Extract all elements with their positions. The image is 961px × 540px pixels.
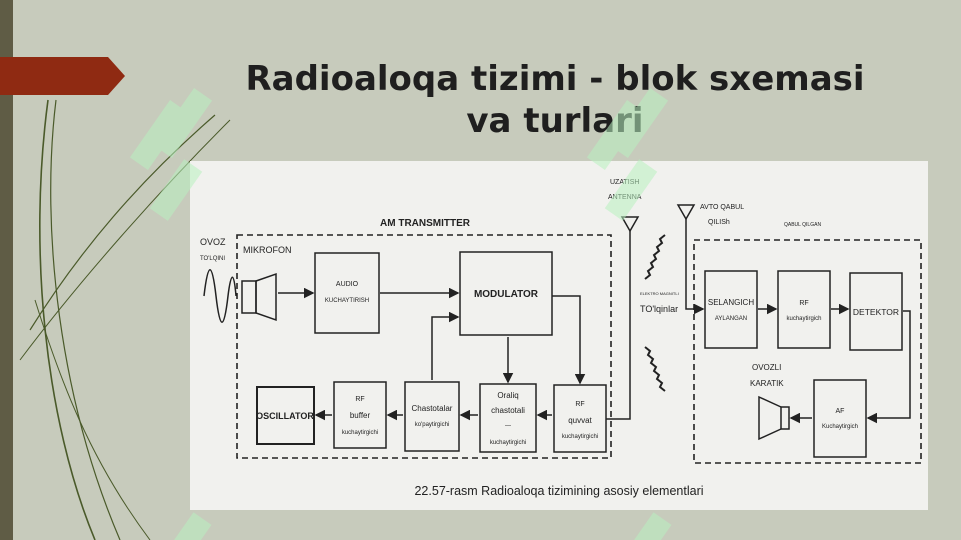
rf-buffer-sublabel: buffer (350, 411, 371, 420)
rf-buffer-label: RF (355, 396, 364, 403)
em-waves-label: TO'lqinlar (640, 304, 678, 314)
sound-wave-icon (203, 269, 237, 323)
rx-rf-amplifier-label: RF (799, 300, 808, 307)
rx-rf-amplifier-block (777, 270, 831, 349)
selector-sublabel: AYLANGAN (715, 316, 747, 322)
block-diagram: AM TRANSMITTER OVOZ TO'LQINI MIKROFON AU… (200, 179, 922, 464)
rf-power-label: RF (575, 401, 584, 408)
if-amplifier-block (479, 383, 537, 453)
receiver-frame (693, 239, 922, 464)
if-amplifier-dash: — (505, 423, 511, 429)
transmitter-title: AM TRANSMITTER (380, 218, 471, 229)
rx-antenna-sublabel: QILISh (708, 219, 730, 226)
tx-antenna-label: UZATISH (610, 179, 639, 186)
figure-caption: 22.57-rasm Radioaloqa tizimining asosiy … (414, 484, 704, 498)
oscillator-label: OSCILLATOR (256, 411, 314, 421)
rf-power-sublabel: quvvat (568, 416, 592, 425)
speaker-icon (758, 395, 790, 441)
if-amplifier-sublabel2: kuchaytirgichi (490, 440, 526, 446)
receiver-connections (685, 281, 911, 424)
frequency-multiplier-label: Chastotalar (412, 404, 453, 413)
frequency-multiplier-sublabel: ko'paytirgichi (415, 422, 450, 428)
speaker-label: OVOZLI (752, 363, 781, 372)
detector-label: DETEKTOR (853, 307, 899, 317)
if-amplifier-sublabel: chastotali (491, 406, 525, 415)
rf-power-sublabel2: kuchaytirgichi (562, 434, 598, 440)
slide-title-line2: va turlari (466, 101, 644, 141)
voice-wave-label: OVOZ (200, 237, 226, 247)
transmitter-connections (278, 231, 631, 421)
slide-title-line1: Radioaloqa tizimi - blok sxemasi (245, 59, 865, 99)
rx-antenna-label: AVTO QABUL (700, 204, 744, 211)
if-amplifier-label: Oraliq (497, 391, 518, 400)
modulator-label: MODULATOR (474, 289, 539, 300)
left-accent-bar (0, 0, 13, 540)
voice-wave-sublabel: TO'LQINI (200, 256, 225, 262)
microphone-icon (241, 272, 277, 322)
selector-label: SELANGICH (708, 298, 754, 307)
em-wave-icon-lower (644, 346, 666, 392)
em-wave-icon-upper (644, 234, 666, 280)
rf-buffer-sublabel2: kuchaytirgichi (342, 430, 378, 436)
microphone-label: MIKROFON (243, 245, 292, 255)
oscillator-block (256, 386, 315, 445)
em-waves-small-label: ELEKTRO MAGNITLI (640, 291, 679, 296)
tx-antenna-sublabel: ANTENNA (608, 194, 642, 201)
audio-amplifier-sublabel: KUCHAYTIRISH (325, 298, 369, 304)
audio-amplifier-block (314, 252, 380, 334)
detector-block (849, 272, 903, 351)
af-amplifier-block (813, 379, 867, 458)
received-label: QABUL QILGAN (784, 222, 821, 228)
af-amplifier-label: AF (836, 408, 845, 415)
selector-block (704, 270, 758, 349)
rx-rf-amplifier-sublabel: kuchaytirgich (786, 316, 821, 322)
rx-antenna-icon (676, 204, 696, 221)
title-ribbon (0, 57, 125, 95)
modulator-block (459, 251, 553, 336)
frequency-multiplier-block (404, 381, 460, 452)
speaker-sublabel: KARATIK (750, 379, 784, 388)
rf-buffer-block (333, 381, 387, 449)
transmitter-frame (236, 234, 612, 459)
slide-title: Radioaloqa tizimi - blok sxemasi va turl… (210, 58, 900, 142)
tx-antenna-icon (620, 216, 640, 233)
af-amplifier-sublabel: Kuchaytirgich (822, 424, 858, 430)
audio-amplifier-label: AUDIO (336, 281, 359, 288)
